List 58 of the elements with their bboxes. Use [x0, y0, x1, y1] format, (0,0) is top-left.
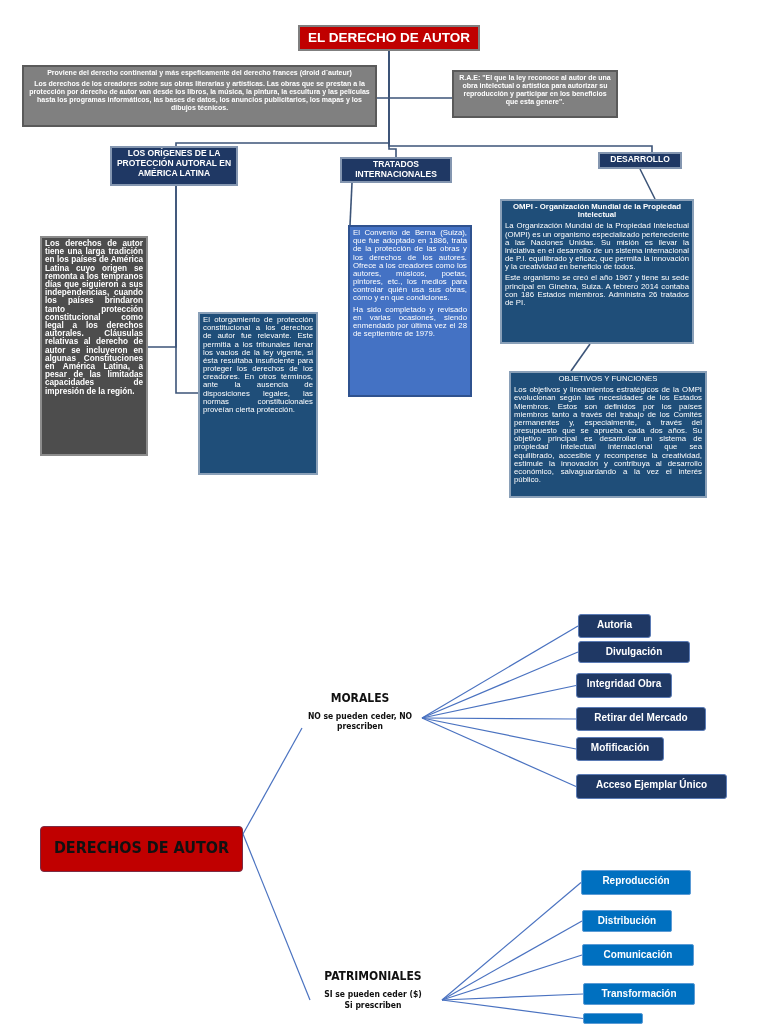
- node-text: Retirar del Mercado: [593, 712, 689, 724]
- connector-line: [349, 182, 353, 226]
- connector-line: [441, 881, 582, 1001]
- text-card: [500, 199, 694, 344]
- connector-line: [421, 625, 579, 719]
- node-text: Transformación: [600, 988, 678, 1000]
- right-box: [578, 614, 651, 638]
- branch-note: SI se pueden ceder ($): [323, 989, 423, 1000]
- node-text: LOS ORÍGENES DE LA PROTECCIÓN AUTORAL EN AMÉRICA LATINA: [115, 149, 233, 179]
- right-box: [576, 774, 727, 799]
- connector-line: [441, 999, 584, 1020]
- text-card: [509, 371, 707, 498]
- connector-line: [175, 185, 199, 394]
- branch-note: NO se pueden ceder, NO prescriben: [306, 711, 414, 732]
- connector-line: [421, 717, 577, 788]
- node-text: Los derechos de autor tiene una larga tradición en los países de América Latina cuyo origen se remonta a los tempranos días que siguieron a sus independencias, cuando los países brindaron tanto protección constitucional como legal a los derechos autorales. Cláusulas relativas al derecho de autor se incluyeron en algunas Constituciones en América Latina, a pesar de las limitadas capacidades de impresión de la región.: [45, 240, 143, 396]
- node-text: Reproducción: [601, 875, 671, 887]
- right-box: [583, 983, 695, 1005]
- right-box: [581, 870, 691, 895]
- right-box: [583, 1013, 643, 1024]
- connector-line: [639, 168, 656, 200]
- branch-note: Si prescriben: [343, 1000, 403, 1011]
- note-box: [452, 70, 618, 118]
- node-text: Divulgación: [604, 646, 664, 658]
- right-box: [576, 673, 672, 698]
- main-topic-box: [40, 826, 243, 872]
- connector-line: [242, 727, 303, 835]
- right-box: [582, 944, 694, 966]
- right-box: [576, 737, 664, 761]
- category-box: [110, 146, 238, 186]
- right-box: [576, 707, 706, 731]
- node-text: DESARROLLO: [609, 155, 671, 165]
- title-box: [298, 25, 480, 51]
- connector-line: [421, 651, 579, 719]
- heading: MORALES: [329, 692, 391, 706]
- connector-line: [421, 717, 577, 750]
- node-text: DERECHOS DE AUTOR: [52, 839, 231, 858]
- connector-line: [441, 920, 583, 1001]
- connector-line: [242, 833, 311, 1001]
- note-box: [22, 65, 377, 127]
- text-card: [348, 225, 472, 397]
- node-text: EL DERECHO DE AUTOR: [307, 30, 471, 46]
- node-text: Distribución: [596, 915, 658, 927]
- node-text: Acceso Ejemplar Único: [594, 779, 709, 791]
- node-text: Mofificación: [589, 742, 651, 754]
- node-text: Autoria: [596, 619, 633, 631]
- node-text: TRATADOS INTERNACIONALES: [354, 160, 438, 180]
- category-box: [598, 152, 682, 169]
- heading: PATRIMONIALES: [323, 970, 423, 984]
- node-text: Comunicación: [602, 949, 674, 961]
- connector-line: [570, 343, 591, 372]
- text-card: [198, 312, 318, 475]
- text-card: [40, 236, 148, 456]
- node-text: Integridad Obra: [585, 678, 663, 690]
- connector-line: [441, 993, 584, 1001]
- right-box: [578, 641, 690, 663]
- category-box: [340, 157, 452, 183]
- right-box: [582, 910, 672, 932]
